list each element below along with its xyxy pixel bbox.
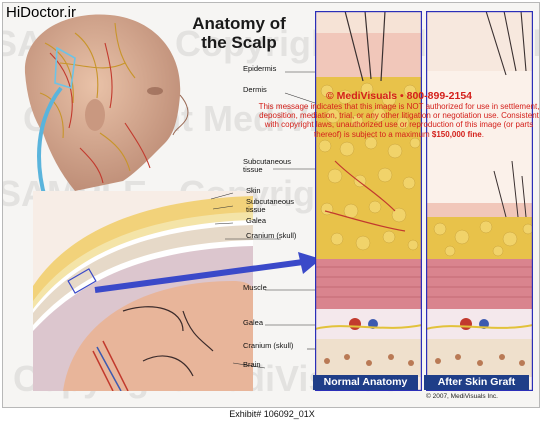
notice-amount: $150,000 fine [431, 129, 482, 139]
label-subcutaneous-inset: Subcutaneous tissue [246, 197, 294, 214]
label-muscle: Muscle [243, 283, 267, 292]
skin-graft-panel [426, 11, 533, 391]
label-brain: Brain [243, 360, 261, 369]
label-skin: Skin [246, 186, 261, 195]
notice-end: . [481, 129, 484, 139]
inset-cross-section [33, 191, 253, 391]
label-galea-inset: Galea [246, 216, 267, 225]
label-galea-lower: Galea [243, 318, 264, 327]
exhibit-number: Exhibit# 106092_01X [229, 409, 315, 419]
label-dermis: Dermis [243, 85, 267, 94]
notice-body: This message indicates that this image i… [258, 102, 540, 139]
copyright-line: © 2007, MediVisuals Inc. [426, 393, 498, 400]
label-subcutaneous-top: Subcutaneous tissue [243, 157, 291, 174]
caption-normal-anatomy: Normal Anatomy [313, 375, 418, 390]
notice-heading: © MediVisuals • 800-899-2154 [325, 90, 473, 102]
site-name: HiDoctor.ir [6, 4, 77, 21]
label-epidermis: Epidermis [243, 64, 277, 73]
leader-lines [210, 71, 316, 369]
diagram-title: Anatomy of the Scalp [192, 14, 286, 52]
label-cranium-lower: Cranium (skull) [243, 341, 294, 350]
normal-anatomy-panel [315, 11, 422, 391]
head-illustration [24, 14, 189, 191]
copyright-notice: © MediVisuals • 800-899-2154 This messag… [256, 90, 542, 139]
caption-after-skin-graft: After Skin Graft [424, 375, 529, 390]
label-cranium-inset: Cranium (skull) [246, 231, 297, 240]
